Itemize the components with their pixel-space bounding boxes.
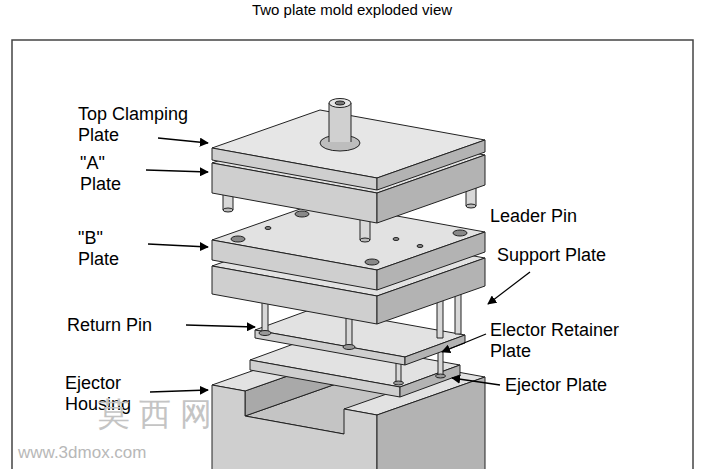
leader-arrow <box>148 244 208 247</box>
return-pin <box>262 300 268 333</box>
ejector-plate-side <box>400 365 460 397</box>
part-label: "A" Plate <box>80 153 135 195</box>
return-pin <box>346 316 352 347</box>
leader-arrow <box>452 378 500 385</box>
retainer-plate-front <box>255 330 405 365</box>
leader-pin-tip <box>223 208 233 212</box>
sprue-hole <box>335 101 345 105</box>
ejector-pin-base <box>394 381 404 385</box>
watermark-url: www.3dmox.com <box>18 442 238 463</box>
plate-hole <box>265 227 271 230</box>
housing-front <box>212 385 377 469</box>
leader-pin-tip <box>466 204 476 208</box>
part-label: Top Clamping Plate <box>78 104 218 146</box>
leader-arrow <box>150 390 208 392</box>
watermark-text: 莫 西 网 <box>98 396 258 432</box>
part-label: Support Plate <box>497 245 647 266</box>
b-plate-side <box>377 232 485 290</box>
plate-hole <box>365 259 379 265</box>
leader-arrow <box>488 272 530 304</box>
return-pin-base <box>259 331 271 336</box>
plate-hole <box>295 211 309 217</box>
ejector-pin-base <box>436 374 446 378</box>
frame-border <box>12 40 693 469</box>
leader-arrow <box>146 170 208 172</box>
plate-hole <box>231 236 245 242</box>
part-label: Return Pin <box>67 315 187 336</box>
part-label: Ejector Plate <box>505 375 655 396</box>
part-label: Elector Retainer Plate <box>490 320 650 362</box>
return-pin-base <box>343 345 355 350</box>
part-label: "B" Plate <box>78 228 133 270</box>
return-pin <box>455 292 461 334</box>
return-pin <box>437 298 443 338</box>
leader-arrow <box>186 325 255 327</box>
plate-hole <box>393 238 399 241</box>
leader-arrow <box>158 138 208 143</box>
retainer-plate-side <box>405 335 465 365</box>
part-label: Leader Pin <box>490 206 620 227</box>
leader-arrow <box>442 334 486 352</box>
b-plate-front <box>212 240 377 290</box>
sprue-bushing <box>329 103 351 142</box>
sprue-top <box>329 99 351 108</box>
leader-pin-tip <box>360 238 370 242</box>
sprue-edge <box>351 103 352 142</box>
diagram-title: Two plate mold exploded view <box>0 1 704 18</box>
clamp-plate-side <box>377 140 485 190</box>
plate-hole <box>453 230 467 236</box>
plate-hole <box>417 245 423 248</box>
sprue-edge <box>329 103 330 142</box>
ejector-plate-front <box>250 360 400 397</box>
clamp-plate-front <box>212 148 377 190</box>
